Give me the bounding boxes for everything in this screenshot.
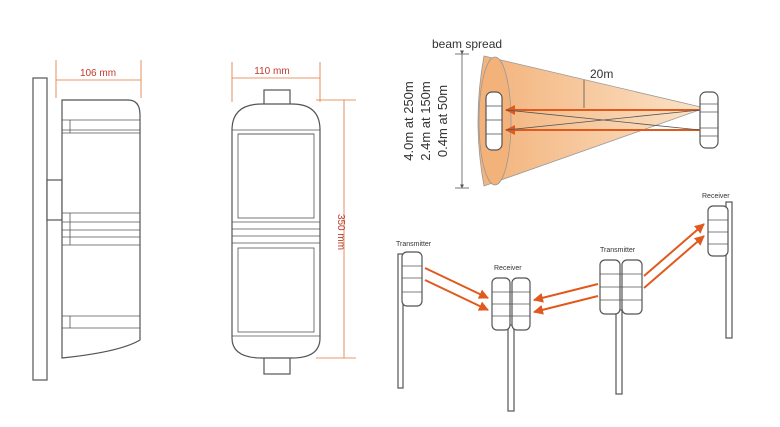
receiver-unit-top (485, 91, 503, 151)
beam-spread-diagram: beam spread 4.0m at 250m 2.4m at 150m 0.… (401, 37, 719, 189)
transmitter-left (401, 251, 423, 307)
front-view: 110 mm 350 mm (231, 62, 356, 375)
front-width-dimension: 110 mm (254, 66, 289, 77)
beam-gap-label: 20m (590, 67, 613, 81)
wall-plate (32, 77, 48, 381)
label-receiver-right: Receiver (702, 193, 730, 200)
spread-250m: 4.0m at 250m (401, 81, 416, 161)
mounting-bracket (46, 179, 63, 221)
front-body (231, 103, 321, 359)
height-dimension: 350 mm (335, 214, 346, 250)
front-bottom-cap (263, 355, 291, 375)
transmitter-unit-top (699, 91, 719, 149)
label-receiver-middle: Receiver (494, 265, 522, 272)
side-body (61, 99, 141, 359)
spread-50m: 0.4m at 50m (435, 85, 450, 157)
receiver-right (707, 205, 729, 257)
spread-150m: 2.4m at 150m (418, 81, 433, 161)
side-view: 106 mm (32, 60, 142, 381)
label-transmitter-left: Transmitter (396, 241, 432, 248)
label-transmitter-right: Transmitter (600, 247, 636, 254)
side-width-dimension: 106 mm (80, 68, 116, 79)
installation-layout: Transmitter Receiver Transmitter Receive… (396, 193, 733, 412)
beam-spread-title: beam spread (432, 37, 502, 51)
